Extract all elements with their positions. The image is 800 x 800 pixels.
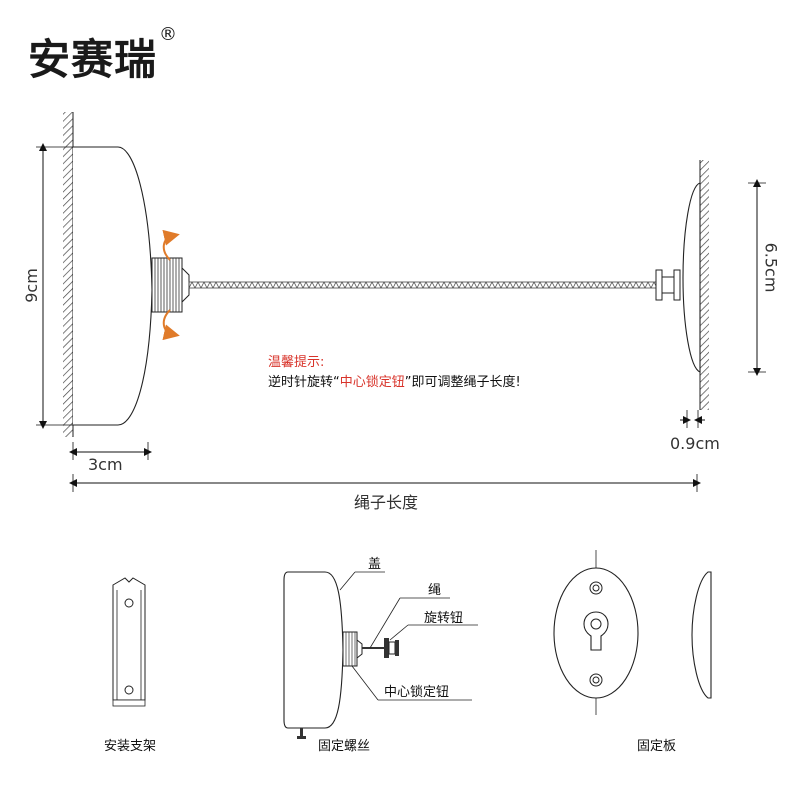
tip-highlight: 中心锁定钮 [339, 375, 405, 390]
dim-main-depth: 3cm [88, 455, 123, 474]
right-wall [700, 160, 709, 410]
caption-plate: 固定板 [637, 739, 677, 754]
dim-plate-depth: 0.9cm [670, 434, 720, 453]
left-wall [63, 112, 73, 437]
dim-main-height: 9cm [21, 268, 41, 303]
tip-suffix: ”即可调整绳子长度! [404, 375, 521, 390]
tip-prefix: 逆时针旋转“ [268, 375, 340, 390]
brand-name: 安赛瑞 [28, 35, 158, 84]
dim-plate-height: 6.5cm [761, 242, 781, 293]
main-body [73, 146, 153, 426]
dim-rope-length: 绳子长度 [354, 493, 419, 512]
rope [188, 281, 657, 289]
label-lock-button: 中心锁定钮 [384, 685, 450, 700]
tip-title: 温馨提示: [268, 355, 325, 370]
fixing-plate-side [691, 571, 712, 699]
label-knob: 旋转钮 [424, 611, 464, 626]
rotate-arrow-icon [162, 229, 180, 261]
registered-mark: ® [159, 24, 179, 45]
label-cover: 盖 [368, 557, 382, 572]
body-side-view [283, 571, 399, 739]
tip-body: 逆时针旋转“中心锁定钮”即可调整绳子长度! [268, 371, 521, 390]
caption-bracket: 安装支架 [104, 739, 157, 754]
caption-screw: 固定螺丝 [318, 739, 371, 754]
fixing-plate-front [553, 550, 639, 715]
brand-logo: 安赛瑞® [28, 24, 179, 87]
label-rope: 绳 [428, 583, 442, 598]
mounting-bracket [112, 577, 146, 707]
fixing-plate [682, 182, 701, 373]
